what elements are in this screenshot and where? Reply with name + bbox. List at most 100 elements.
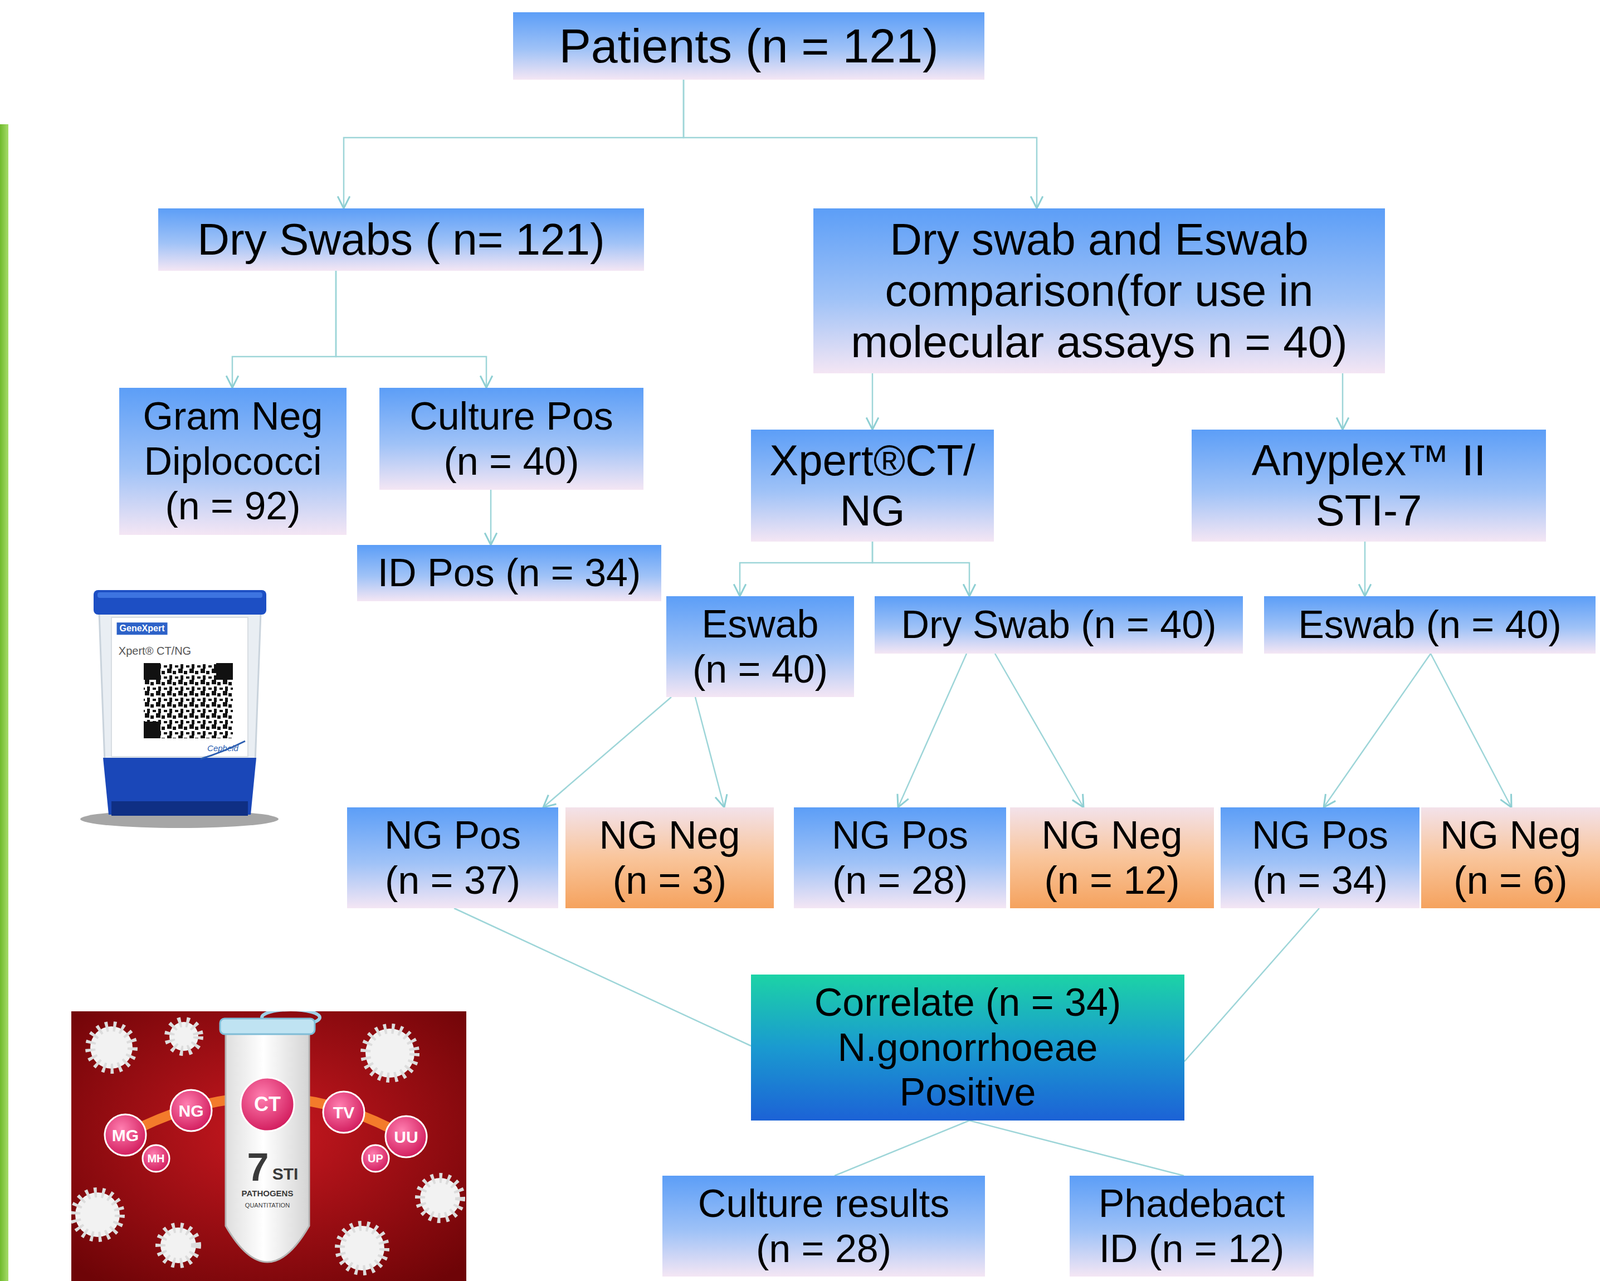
- connector: [1342, 373, 1344, 430]
- process-box: Gram Neg Diplococci (n = 92): [119, 387, 347, 535]
- node-text: Dry Swab (n = 40): [886, 602, 1232, 648]
- node-text: Patients (n = 121): [525, 18, 972, 74]
- pathogen-circle: [240, 1077, 295, 1131]
- bacterium: [339, 1225, 385, 1271]
- process-box: Dry Swab (n = 40): [874, 596, 1243, 654]
- node-text: Dry Swabs ( n= 121): [167, 213, 636, 266]
- illustration-label: STI: [272, 1164, 299, 1183]
- connector: [1364, 541, 1367, 597]
- pathogen-circle: [362, 1144, 389, 1172]
- connector: [343, 79, 684, 209]
- illustration-label: Cepheid: [207, 743, 239, 754]
- process-box: NG Pos (n = 34): [1220, 807, 1420, 909]
- pathogen-circle: [142, 1144, 170, 1172]
- connector: [683, 79, 1037, 209]
- bacterium: [75, 1192, 120, 1237]
- process-box: Phadebact ID (n = 12): [1069, 1175, 1314, 1277]
- illustration-label: Xpert® CT/NG: [118, 644, 192, 657]
- qr-code: [143, 662, 233, 739]
- summary-box: Correlate (n = 34) N.gonorrhoeae Positiv…: [750, 974, 1185, 1121]
- logo-swoosh: [200, 740, 246, 759]
- connector: [871, 373, 874, 430]
- node-text: Gram Neg Diplococci (n = 92): [132, 393, 334, 529]
- illustration-label: MH: [147, 1152, 165, 1165]
- connector: [1430, 653, 1512, 808]
- connector: [335, 270, 487, 388]
- node-text: NG Pos (n = 37): [372, 812, 534, 903]
- connector: [1323, 653, 1431, 808]
- pathogen-circle: [104, 1114, 146, 1156]
- node-text: Correlate (n = 34) N.gonorrhoeae Positiv…: [794, 979, 1141, 1115]
- connector: [543, 696, 672, 808]
- node-text: NG Neg (n = 3): [588, 812, 751, 903]
- illustration-label: TV: [333, 1103, 355, 1122]
- bacterium: [420, 1177, 461, 1218]
- connector: [232, 270, 336, 388]
- process-box: Eswab (n = 40): [666, 596, 855, 697]
- connector: [695, 696, 725, 808]
- qr-finder: [143, 721, 161, 739]
- sample-tube: [225, 1030, 310, 1262]
- process-box: Patients (n = 121): [513, 12, 985, 80]
- illustration-label: CT: [254, 1093, 281, 1116]
- node-text: NG Pos (n = 28): [819, 812, 982, 903]
- bacterium: [90, 1026, 133, 1069]
- process-box: Culture results (n = 28): [662, 1175, 985, 1277]
- connector: [490, 489, 492, 545]
- process-box: Xpert®CT/ NG: [750, 429, 994, 542]
- node-text: Eswab (n = 40): [1274, 602, 1587, 648]
- node-text: Dry swab and Eswab comparison(for use in…: [831, 213, 1367, 368]
- tube-cap: [220, 1018, 315, 1034]
- node-text: Culture results (n = 28): [687, 1181, 961, 1271]
- process-box: Culture Pos (n = 40): [379, 387, 644, 490]
- node-text: Phadebact ID (n = 12): [1085, 1181, 1298, 1271]
- illustration-label: UP: [367, 1152, 384, 1165]
- pathogen-circle: [323, 1091, 365, 1133]
- node-text: NG Neg (n = 6): [1430, 812, 1592, 903]
- illustration-label: MG: [111, 1125, 139, 1145]
- bacterium: [365, 1028, 415, 1078]
- process-box: ID Pos (n = 34): [357, 544, 662, 602]
- illustration-label: 7: [247, 1145, 270, 1189]
- bacterium: [169, 1021, 199, 1051]
- connector: [898, 653, 967, 808]
- connector: [872, 541, 970, 597]
- qr-finder: [216, 662, 233, 680]
- connector: [739, 541, 873, 597]
- qr-finder: [143, 662, 161, 680]
- node-text: Culture Pos (n = 40): [400, 393, 623, 484]
- node-text: ID Pos (n = 34): [364, 550, 655, 596]
- illustration-label: NG: [178, 1101, 204, 1120]
- side-bar: [0, 124, 9, 1281]
- connector: [969, 1120, 1184, 1176]
- cartridge-body: [99, 612, 261, 763]
- process-box: Anyplex™ II STI-7: [1191, 429, 1546, 542]
- illustration-label: PATHOGENS: [241, 1188, 294, 1199]
- negative-result-box: NG Neg (n = 12): [1010, 807, 1214, 909]
- negative-result-box: NG Neg (n = 3): [565, 807, 774, 909]
- cartridge-foot: [111, 801, 248, 816]
- process-box: NG Pos (n = 37): [347, 807, 559, 909]
- anyplex-illustration: [71, 1011, 467, 1281]
- cartridge-illustration: [80, 589, 279, 828]
- cartridge-label: [111, 617, 248, 757]
- illustration-label: GeneXpert: [116, 622, 168, 635]
- illustration-label: QUANTITATION: [245, 1201, 290, 1209]
- node-text: NG Pos (n = 34): [1239, 812, 1402, 903]
- connector: [834, 1120, 970, 1176]
- process-box: Eswab (n = 40): [1264, 596, 1596, 654]
- bacterium: [160, 1227, 197, 1263]
- anyplex-background: [71, 1011, 467, 1281]
- pathogen-circle: [385, 1115, 427, 1158]
- pathogen-circle: [170, 1089, 212, 1131]
- connector: [454, 908, 751, 1046]
- node-text: Anyplex™ II STI-7: [1212, 435, 1525, 536]
- process-box: Dry Swabs ( n= 121): [158, 208, 645, 271]
- illustration-label: UU: [393, 1127, 418, 1146]
- bacteria: [75, 1021, 461, 1271]
- process-box: Dry swab and Eswab comparison(for use in…: [813, 208, 1385, 374]
- node-text: Eswab (n = 40): [685, 601, 836, 692]
- process-box: NG Pos (n = 28): [793, 807, 1007, 909]
